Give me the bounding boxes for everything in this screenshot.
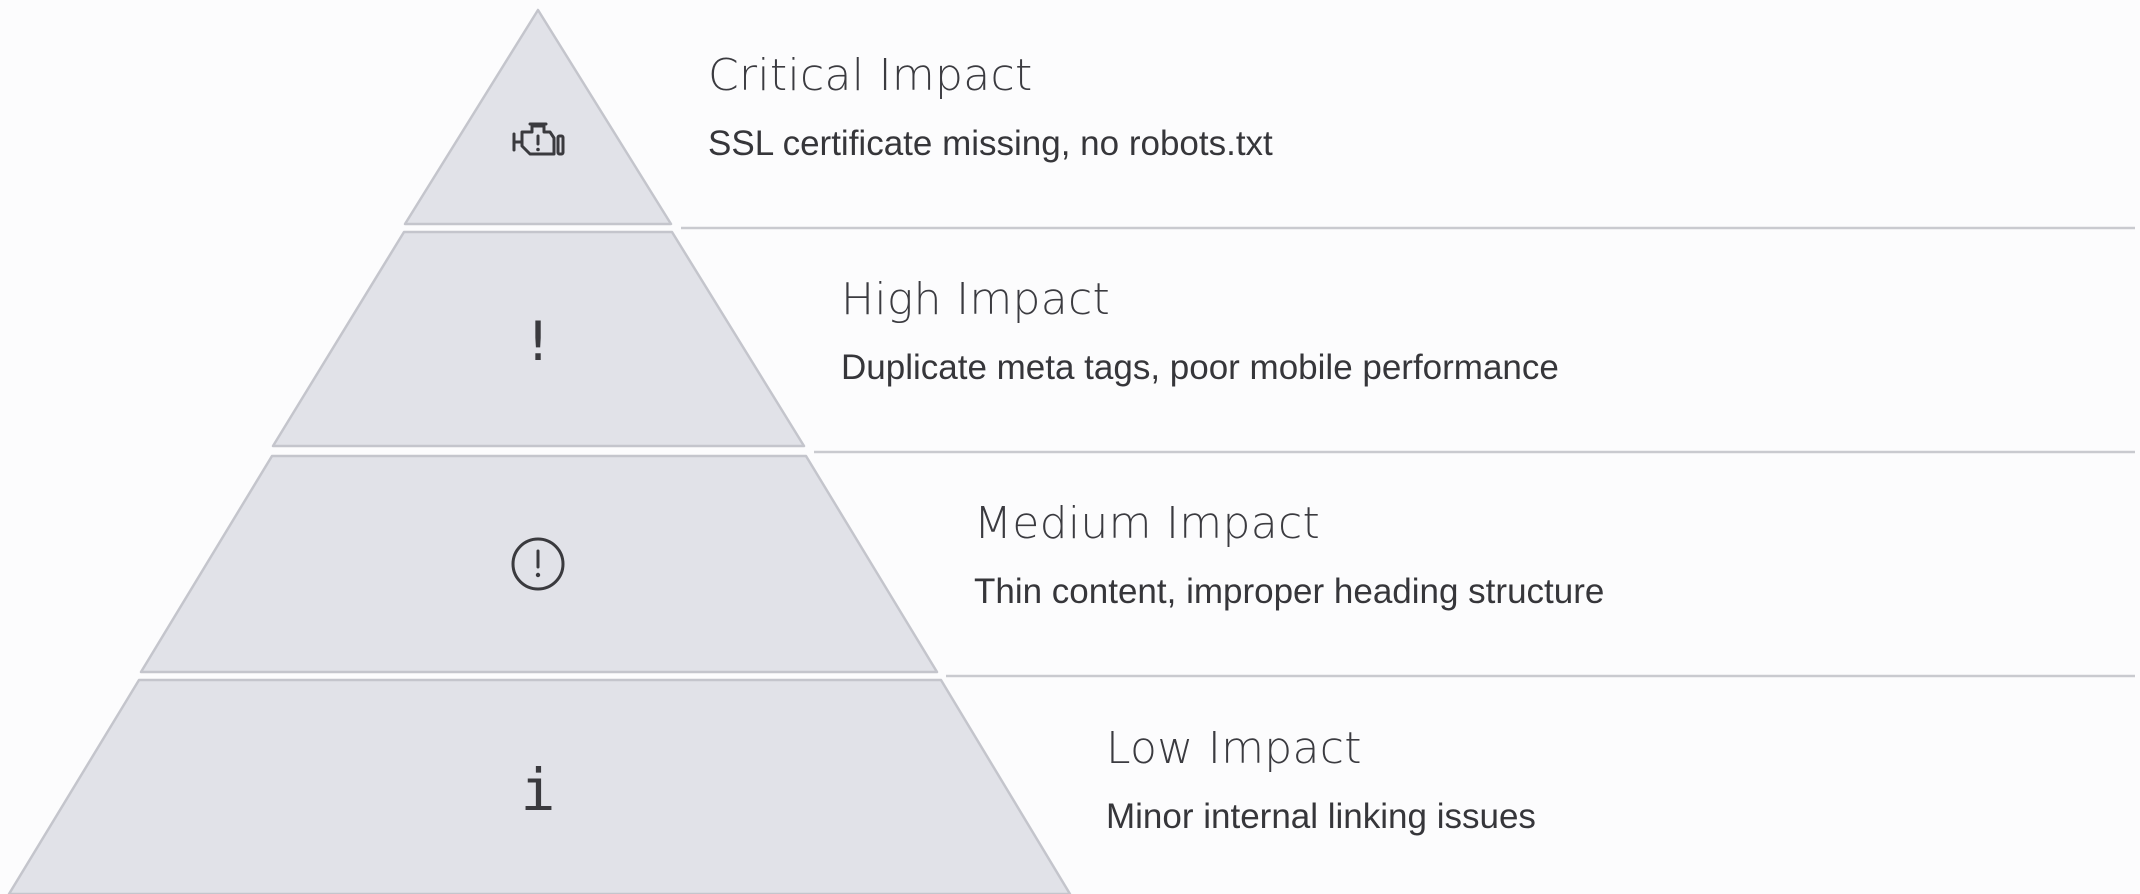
tier-low-title: Low Impact <box>1106 723 1362 774</box>
tier-medium-title: Medium Impact <box>974 498 1320 549</box>
info-icon: i <box>521 756 556 824</box>
tier-high-description: Duplicate meta tags, poor mobile perform… <box>841 348 1559 387</box>
circle-exclamation-icon <box>511 537 565 591</box>
tier-medium-description: Thin content, improper heading structure <box>974 572 1605 611</box>
tier-low-shape <box>7 678 1072 894</box>
tier-critical-description: SSL certificate missing, no robots.txt <box>708 124 1273 163</box>
exclamation-icon: ! <box>522 310 555 373</box>
tier-critical-shape <box>403 8 673 226</box>
engine-warning-icon <box>512 122 565 156</box>
tier-low-description: Minor internal linking issues <box>1106 797 1536 836</box>
tier-critical-title: Critical Impact <box>708 50 1033 101</box>
tier-medium: Medium Impact Thin content, improper hea… <box>974 496 1604 614</box>
tier-critical: Critical Impact SSL certificate missing,… <box>708 48 1273 166</box>
tier-high-shape <box>271 230 806 448</box>
tier-low: Low Impact Minor internal linking issues <box>1106 721 1536 839</box>
tier-high: High Impact Duplicate meta tags, poor mo… <box>841 272 1559 390</box>
tier-high-title: High Impact <box>841 274 1111 325</box>
